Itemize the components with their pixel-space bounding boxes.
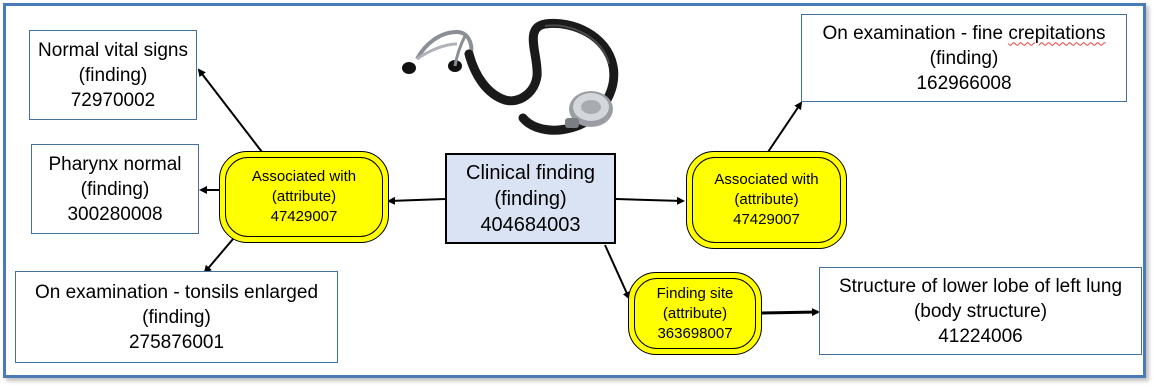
target-vital-signs-code: 72970002 xyxy=(70,89,156,111)
arrow-to-tonsils xyxy=(203,238,234,274)
central-concept-type: (finding) xyxy=(494,187,567,210)
right-attribute-type: (attribute) xyxy=(734,191,799,208)
left-attribute-name: Associated with xyxy=(251,168,357,185)
central-concept-name: Clinical finding xyxy=(466,161,595,184)
arrow-central-to-finding-site xyxy=(604,244,631,300)
arrow-to-lung xyxy=(761,308,820,317)
site-attribute-type: (attribute) xyxy=(662,304,728,322)
right-attribute-name: Associated with xyxy=(714,171,819,188)
target-tonsils-code: 275876001 xyxy=(128,331,225,353)
target-lung-type: (body structure) xyxy=(913,300,1048,322)
target-tonsils-type: (finding) xyxy=(142,306,211,328)
left-attribute-inner: Associated with (attribute) 47429007 xyxy=(225,157,383,237)
target-crepitations-name: On examination - fine crepitations xyxy=(822,21,1105,46)
left-attribute-type: (attribute) xyxy=(271,188,337,205)
arrow-central-to-left-attribute xyxy=(387,196,446,205)
stethoscope-icon xyxy=(402,18,619,135)
target-pharynx-normal[interactable]: Pharynx normal (finding) 300280008 xyxy=(31,144,199,234)
right-attribute-code: 47429007 xyxy=(733,211,800,228)
site-attribute-finding-site[interactable]: Finding site (attribute) 363698007 xyxy=(628,272,762,355)
target-normal-vital-signs[interactable]: Normal vital signs (finding) 72970002 xyxy=(29,30,197,120)
arrow-to-crepitations xyxy=(767,101,803,153)
central-concept-box[interactable]: Clinical finding (finding) 404684003 xyxy=(445,153,616,244)
site-attribute-name: Finding site xyxy=(656,284,734,302)
target-crepitations-name-word: crepitations xyxy=(1008,22,1106,44)
left-attribute-code: 47429007 xyxy=(270,208,338,225)
target-tonsils-enlarged[interactable]: On examination - tonsils enlarged (findi… xyxy=(15,271,338,363)
arrow-central-to-right-attribute xyxy=(615,196,685,205)
target-pharynx-code: 300280008 xyxy=(67,203,163,225)
arrow-to-vital-signs xyxy=(197,68,263,153)
site-attribute-inner: Finding site (attribute) 363698007 xyxy=(634,278,756,349)
right-attribute-associated-with[interactable]: Associated with (attribute) 47429007 xyxy=(686,151,847,249)
target-lung-name: Structure of lower lobe of left lung xyxy=(838,275,1123,297)
central-concept-code: 404684003 xyxy=(480,213,581,236)
target-crepitations-code: 162966008 xyxy=(916,72,1012,94)
right-attribute-inner: Associated with (attribute) 47429007 xyxy=(692,157,841,243)
target-lung-code: 41224006 xyxy=(938,325,1023,347)
target-fine-crepitations[interactable]: On examination - fine crepitations (find… xyxy=(801,14,1127,102)
target-pharynx-type: (finding) xyxy=(80,178,150,200)
target-lower-lobe-left-lung[interactable]: Structure of lower lobe of left lung (bo… xyxy=(819,267,1142,355)
left-attribute-associated-with[interactable]: Associated with (attribute) 47429007 xyxy=(219,151,389,243)
site-attribute-code: 363698007 xyxy=(657,324,733,342)
target-vital-signs-name: Normal vital signs xyxy=(38,39,188,61)
target-pharynx-name: Pharynx normal xyxy=(48,153,182,175)
target-crepitations-name-prefix: On examination - fine xyxy=(822,22,1009,44)
target-vital-signs-type: (finding) xyxy=(78,64,148,86)
target-tonsils-name: On examination - tonsils enlarged xyxy=(34,281,319,303)
target-crepitations-type: (finding) xyxy=(929,47,999,69)
